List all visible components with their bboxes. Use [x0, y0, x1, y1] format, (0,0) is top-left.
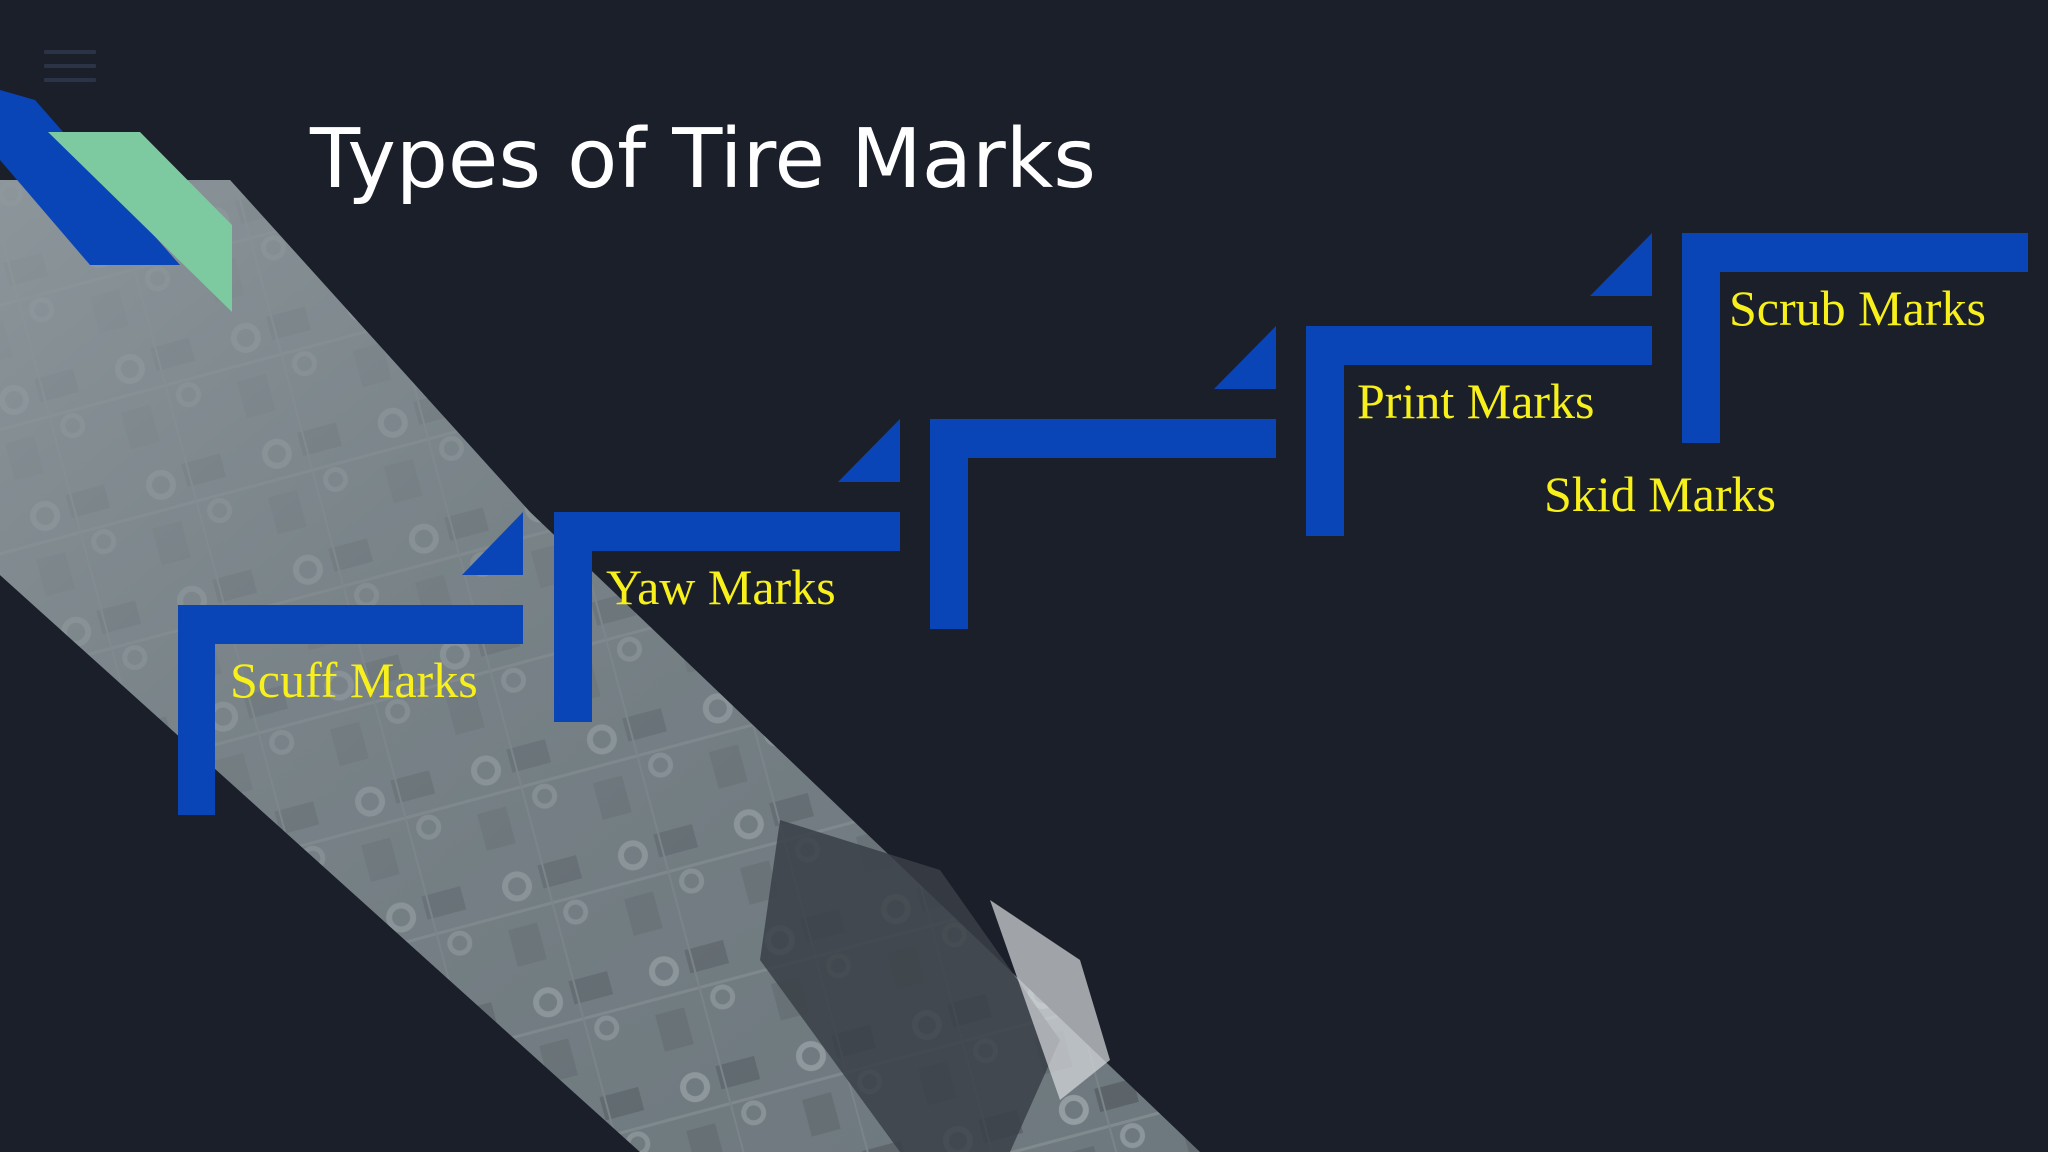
green-accent-shape — [48, 132, 232, 312]
step-shape-3 — [930, 326, 1276, 629]
blue-accent-shape — [0, 90, 180, 265]
step-shape-5 — [1682, 233, 2028, 443]
step-label-scrub-marks: Scrub Marks — [1729, 280, 1986, 336]
menu-line — [44, 50, 96, 54]
step-shape-4 — [1306, 233, 1652, 536]
step-label-scuff-marks: Scuff Marks — [230, 652, 478, 708]
step-shape-1 — [178, 512, 523, 815]
slide-title: Types of Tire Marks — [310, 112, 1096, 207]
circuit-board-photo-band — [0, 180, 1200, 1152]
menu-line — [44, 78, 96, 82]
step-label-print-marks: Print Marks — [1357, 373, 1595, 429]
menu-line — [44, 64, 96, 68]
hamburger-menu-icon[interactable] — [44, 48, 96, 84]
step-shape-2 — [554, 419, 900, 722]
step-label-skid-marks: Skid Marks — [1544, 466, 1776, 522]
step-label-yaw-marks: Yaw Marks — [606, 559, 836, 615]
